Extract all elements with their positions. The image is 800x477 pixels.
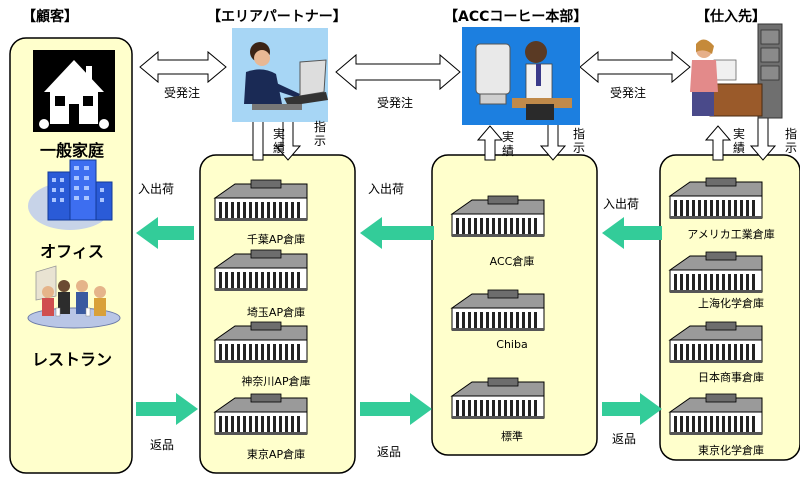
shipping-label: 入出荷 <box>138 182 175 196</box>
instruction-label: 指示 <box>784 127 797 155</box>
results-label: 実績 <box>501 130 514 158</box>
warehouse-label: 埼玉AP倉庫 <box>246 306 306 319</box>
shipping-label: 入出荷 <box>603 197 640 211</box>
shipping-label: 入出荷 <box>368 182 405 196</box>
returns-label: 返品 <box>150 438 175 452</box>
instruction-arrow-supplier <box>749 111 777 161</box>
warehouse-label: 東京化学倉庫 <box>698 444 764 457</box>
warehouse-label: アメリカ工業倉庫 <box>687 228 775 241</box>
shipping-arrow-supplier-hq <box>602 217 662 249</box>
warehouse-label: 上海化学倉庫 <box>698 297 764 310</box>
customer-header: 【顧客】 <box>22 9 78 25</box>
supplier-panel <box>659 154 800 461</box>
warehouse-label: 東京AP倉庫 <box>246 448 306 461</box>
order-arrow-partner-hq <box>335 53 461 91</box>
results-label: 実績 <box>272 127 285 155</box>
warehouse-label: 日本商事倉庫 <box>698 371 764 384</box>
partner-panel <box>199 154 356 474</box>
house-icon <box>33 50 115 132</box>
shipping-arrow-hq-partner <box>360 217 434 249</box>
shipping-arrow-partner-customer <box>136 217 194 249</box>
customer-panel <box>9 37 133 474</box>
warehouse-label: Chiba <box>496 338 528 351</box>
order-arrow-customer-partner <box>139 50 227 84</box>
order-arrow-hq-supplier <box>579 50 691 84</box>
supplier-person-icon <box>690 23 783 119</box>
returns-label: 返品 <box>377 445 402 459</box>
returns-arrow-hq-supplier <box>602 393 662 425</box>
results-label: 実績 <box>732 127 745 155</box>
order-label: 受発注 <box>377 96 414 110</box>
office-building-icon <box>28 159 113 230</box>
partner-person-icon <box>232 28 328 122</box>
instruction-label: 指示 <box>313 120 326 148</box>
hq-person-icon <box>462 27 580 125</box>
results-arrow-supplier <box>704 125 732 161</box>
returns-arrow-partner-hq <box>360 393 432 425</box>
returns-arrow-customer-partner <box>136 393 198 425</box>
returns-label: 返品 <box>612 432 637 446</box>
warehouse-label: 標準 <box>501 430 523 443</box>
restaurant-icon <box>27 265 121 329</box>
customer-label-home: 一般家庭 <box>39 141 105 160</box>
supplier-header: 【仕入先】 <box>696 9 766 25</box>
instruction-label: 指示 <box>572 127 585 155</box>
results-arrow-hq <box>476 125 504 161</box>
partner-header: 【エリアパートナー】 <box>207 9 347 25</box>
hq-header: 【ACCコーヒー本部】 <box>444 9 588 25</box>
customer-label-office: オフィス <box>40 242 104 261</box>
warehouse-label: 千葉AP倉庫 <box>246 233 306 246</box>
customer-label-restaurant: レストラン <box>31 350 113 369</box>
warehouse-label: 神奈川AP倉庫 <box>241 375 311 388</box>
order-label: 受発注 <box>610 86 647 100</box>
warehouse-label: ACC倉庫 <box>489 255 535 268</box>
order-label: 受発注 <box>164 86 201 100</box>
